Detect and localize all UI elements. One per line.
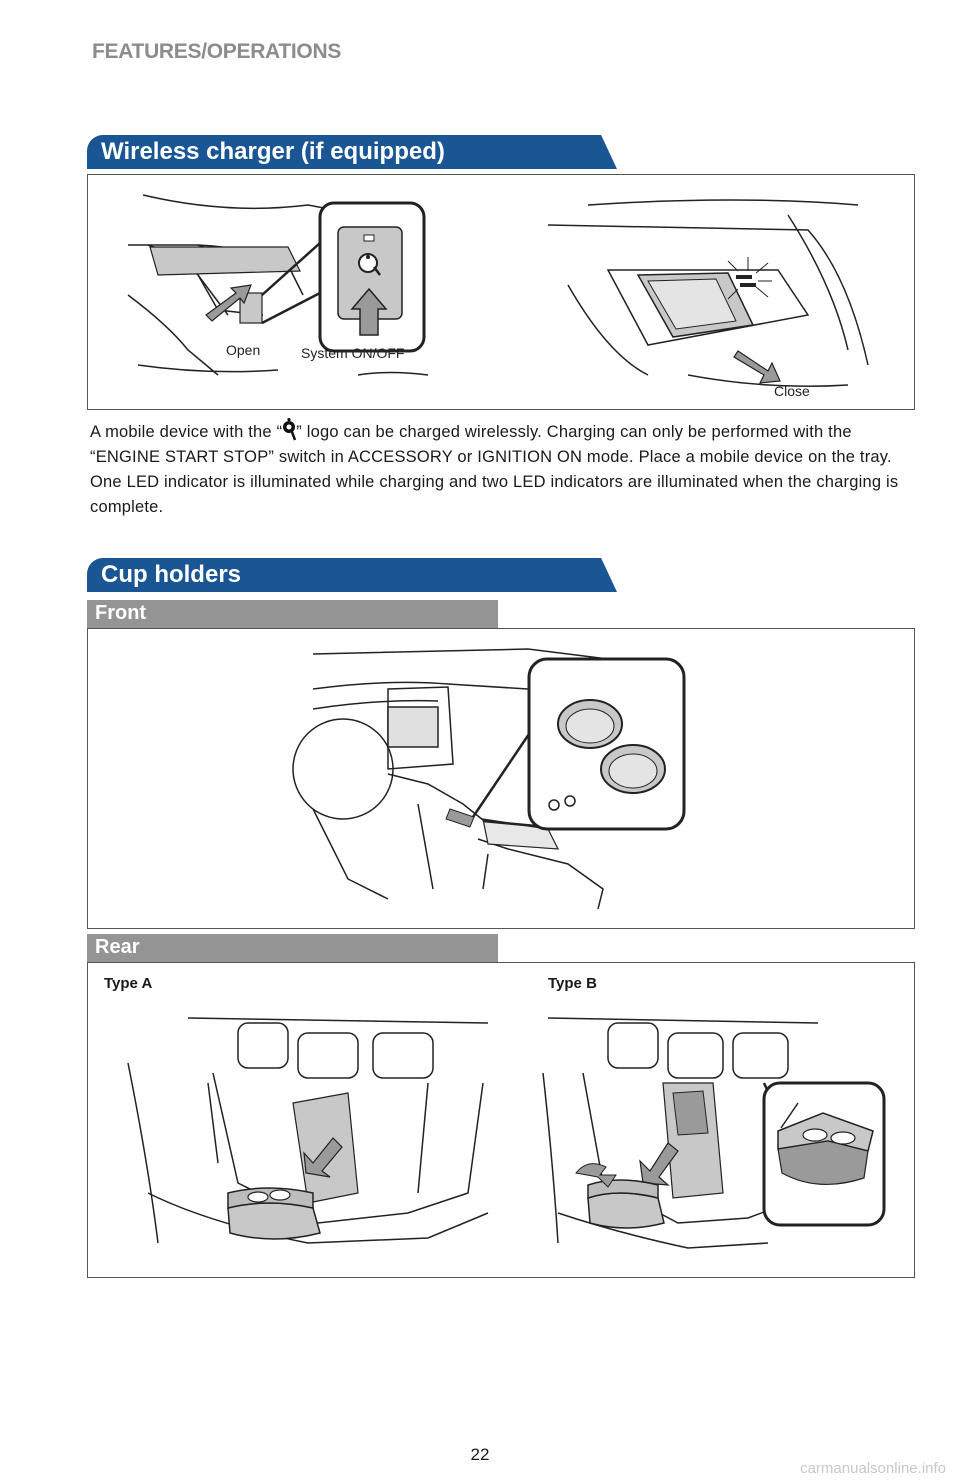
description-part-2: ” logo can be charged wirelessly. Chargi…	[90, 423, 899, 516]
front-cup-holder-drawing	[292, 648, 686, 910]
led-indicator-icon	[727, 257, 772, 300]
rear-cup-holder-illustration: Type A Type B	[87, 962, 915, 1278]
type-a-label: Type A	[104, 975, 153, 992]
armrest-type-b	[575, 1163, 665, 1229]
section-header: FEATURES/OPERATIONS	[92, 40, 342, 63]
page-number: 22	[470, 1445, 490, 1464]
armrest-type-a	[227, 1187, 321, 1240]
wireless-charger-drawing	[127, 194, 869, 387]
cup-holders-heading: Cup holders	[87, 558, 617, 592]
system-on-off-label: System ON/OFF	[301, 345, 405, 361]
wireless-charger-description: A mobile device with the “” logo can be …	[90, 418, 920, 520]
type-b-label: Type B	[548, 975, 597, 992]
front-cup-holder-illustration	[87, 628, 915, 929]
rear-seat-drawing	[127, 1017, 886, 1249]
open-label: Open	[226, 342, 261, 358]
watermark: carmanualsonline.info	[800, 1460, 946, 1477]
qi-logo-icon	[358, 253, 381, 276]
rear-subheading: Rear	[87, 934, 498, 962]
wireless-charger-heading: Wireless charger (if equipped)	[87, 135, 617, 169]
close-label: Close	[774, 383, 810, 399]
wireless-charger-illustration: Open System ON/OFF Close	[87, 174, 915, 410]
description-part-1: A mobile device with the “	[90, 423, 283, 441]
qi-logo-icon	[283, 418, 297, 441]
front-subheading: Front	[87, 600, 498, 628]
